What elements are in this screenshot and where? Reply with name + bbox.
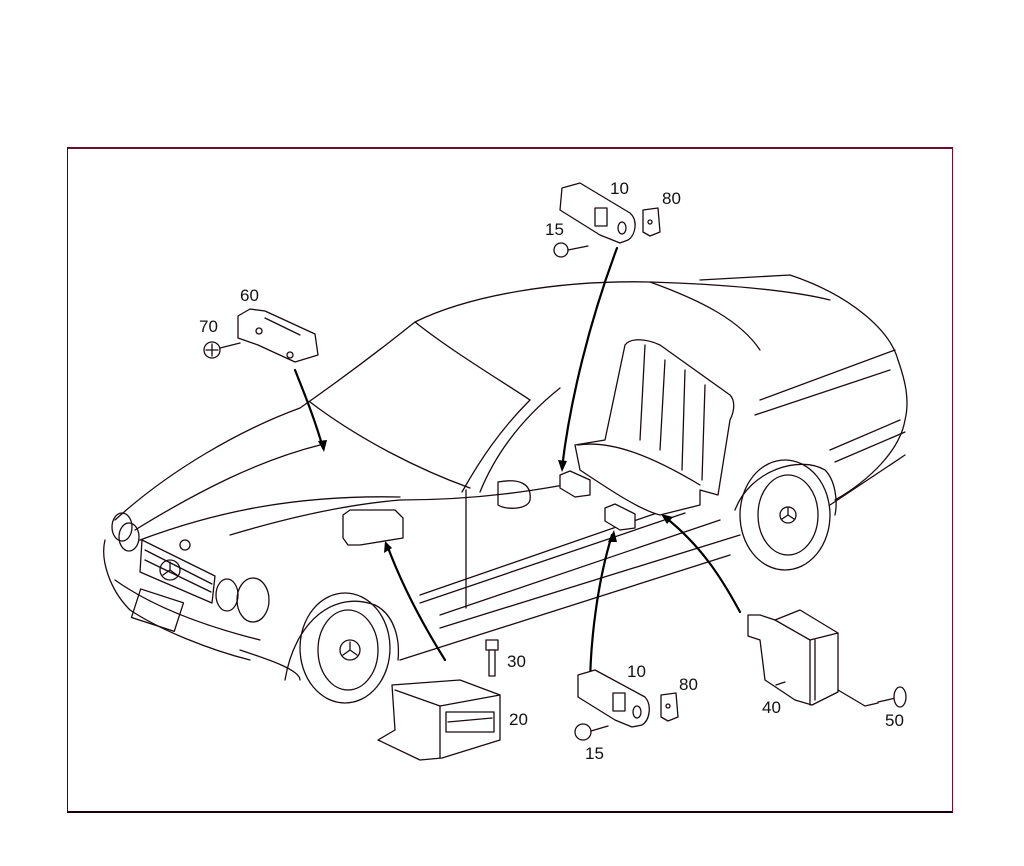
car-body-outline (103, 274, 908, 704)
label-70: 70 (199, 317, 218, 336)
label-80-bottom: 80 (679, 675, 698, 694)
part-70-screw (203, 341, 241, 359)
label-15-top: 15 (545, 220, 564, 239)
part-40-module (747, 609, 879, 707)
part-10-top-sensor (559, 182, 636, 244)
assembly-arrows (293, 246, 742, 692)
part-10-bottom-sensor (577, 669, 650, 728)
part-80-top-clip (642, 207, 661, 237)
part-15-bottom-screw (574, 723, 609, 741)
label-80-top: 80 (662, 189, 681, 208)
label-40: 40 (762, 698, 781, 717)
part-15-top-screw (553, 242, 589, 258)
part-20-control-unit (377, 679, 501, 761)
diagram-frame (67, 147, 953, 813)
part-30-bolt (485, 639, 499, 677)
part-50-screw (877, 686, 907, 708)
part-80-bottom-clip (660, 692, 679, 722)
label-10-top: 10 (610, 179, 629, 198)
label-10-bottom: 10 (627, 662, 646, 681)
label-60: 60 (240, 286, 259, 305)
label-15-bottom: 15 (585, 744, 604, 763)
part-60-front-sensor (237, 308, 319, 363)
label-50: 50 (885, 711, 904, 730)
side-sensor-installed (342, 470, 636, 546)
label-30: 30 (507, 652, 526, 671)
rear-seat (574, 339, 735, 516)
label-20: 20 (509, 710, 528, 729)
